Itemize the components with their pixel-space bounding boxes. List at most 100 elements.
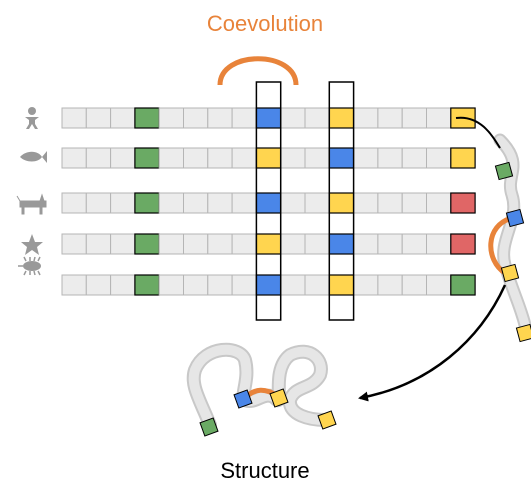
structure-caption: Structure xyxy=(220,458,309,483)
residue-red xyxy=(450,233,476,255)
residue-empty xyxy=(377,233,403,255)
residue-empty xyxy=(231,147,257,169)
residue-green xyxy=(134,233,160,255)
connector-arrow-top xyxy=(455,116,501,149)
residue-empty xyxy=(401,274,428,296)
residue-empty xyxy=(61,147,87,169)
residue-red xyxy=(450,192,476,214)
residue-empty xyxy=(304,274,330,296)
residue-empty xyxy=(401,233,428,255)
residue-empty xyxy=(377,274,403,296)
organism-icons xyxy=(16,107,47,276)
residue-empty xyxy=(280,147,306,169)
alignment-row xyxy=(61,233,476,255)
residue-empty xyxy=(231,233,257,255)
coevolving-columns xyxy=(255,81,355,321)
residue-green xyxy=(134,274,160,296)
residue-blue xyxy=(255,107,282,129)
coevolving-column xyxy=(255,81,282,321)
residue-empty xyxy=(426,233,452,255)
residue-empty xyxy=(85,233,112,255)
residue-empty xyxy=(280,233,306,255)
cat-icon xyxy=(16,193,47,215)
residue-empty xyxy=(377,147,403,169)
residue-empty xyxy=(280,107,306,129)
residue-empty xyxy=(85,192,112,214)
residue-empty xyxy=(158,192,184,214)
residue-empty xyxy=(85,147,112,169)
residue-green xyxy=(134,107,160,129)
residue-empty xyxy=(401,192,428,214)
residue-empty xyxy=(231,192,257,214)
residue-blue xyxy=(255,274,282,296)
residue-empty xyxy=(183,147,209,169)
alignment-row xyxy=(61,107,476,129)
protein-chain-right xyxy=(488,133,531,343)
alignment-row xyxy=(61,274,476,296)
residue-yellow xyxy=(328,274,355,296)
structure-contact-arc-right xyxy=(488,215,513,276)
residue-empty xyxy=(61,233,87,255)
residue-empty xyxy=(377,107,403,129)
folded-structure xyxy=(186,342,337,437)
residue-green xyxy=(134,147,160,169)
residue-empty xyxy=(207,233,233,255)
coevolving-column xyxy=(328,81,355,321)
residue-blue xyxy=(255,192,282,214)
residue-empty xyxy=(61,107,87,129)
residue-empty xyxy=(353,274,379,296)
residue-empty xyxy=(85,274,112,296)
residue-empty xyxy=(110,147,136,169)
residue-green xyxy=(134,192,160,214)
fold-arrow xyxy=(358,284,507,402)
residue-empty xyxy=(207,107,233,129)
residue-yellow xyxy=(328,107,355,129)
starfish-icon xyxy=(21,234,43,255)
human-icon xyxy=(25,107,39,129)
residue-yellow xyxy=(328,192,355,214)
residue-yellow xyxy=(255,147,282,169)
residue-empty xyxy=(426,274,452,296)
residue-empty xyxy=(304,107,330,129)
residue-empty xyxy=(207,274,233,296)
residue-empty xyxy=(110,192,136,214)
residue-empty xyxy=(231,274,257,296)
fish-icon xyxy=(20,151,47,163)
diagram-title: Coevolution xyxy=(207,11,323,36)
residue-empty xyxy=(110,107,136,129)
residue-blue xyxy=(328,233,355,255)
residue-empty xyxy=(426,107,452,129)
residue-yellow xyxy=(255,233,282,255)
residue-empty xyxy=(183,274,209,296)
residue-empty xyxy=(280,192,306,214)
sequence-alignment xyxy=(61,107,476,296)
residue-empty xyxy=(377,192,403,214)
residue-empty xyxy=(158,107,184,129)
residue-empty xyxy=(304,233,330,255)
residue-green xyxy=(450,274,476,296)
coevolution-arc xyxy=(217,56,299,86)
alignment-row xyxy=(61,192,476,214)
residue-empty xyxy=(304,147,330,169)
residue-empty xyxy=(401,147,428,169)
residue-empty xyxy=(85,107,112,129)
residue-empty xyxy=(110,233,136,255)
residue-empty xyxy=(353,107,379,129)
residue-empty xyxy=(158,274,184,296)
residue-empty xyxy=(426,147,452,169)
residue-blue xyxy=(328,147,355,169)
residue-empty xyxy=(183,107,209,129)
residue-empty xyxy=(207,147,233,169)
bacterium-icon xyxy=(18,256,41,276)
residue-yellow xyxy=(450,147,476,169)
residue-empty xyxy=(158,233,184,255)
residue-empty xyxy=(353,233,379,255)
residue-empty xyxy=(353,147,379,169)
residue-empty xyxy=(207,192,233,214)
residue-empty xyxy=(426,192,452,214)
residue-empty xyxy=(110,274,136,296)
residue-empty xyxy=(401,107,428,129)
residue-empty xyxy=(61,274,87,296)
residue-empty xyxy=(231,107,257,129)
